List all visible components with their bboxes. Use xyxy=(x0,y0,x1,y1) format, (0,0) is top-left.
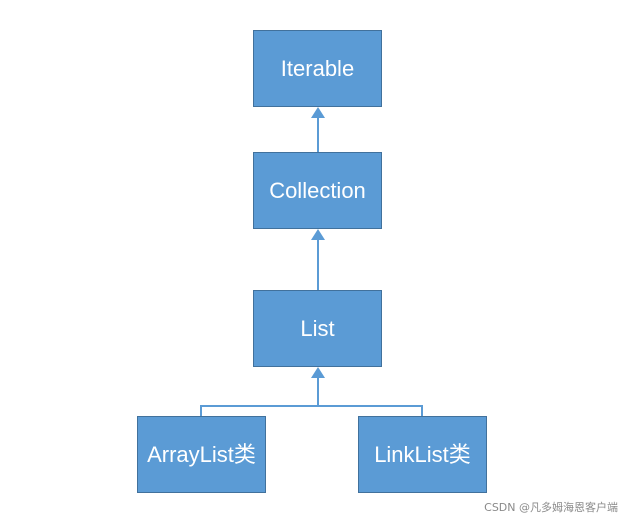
edge-linklist-to-list xyxy=(318,405,423,416)
collection-node: Collection xyxy=(253,152,382,229)
collection-label: Collection xyxy=(269,177,366,203)
arrowhead-iterable xyxy=(311,107,325,118)
arraylist-node: ArrayList类 xyxy=(137,416,266,493)
arrowhead-collection xyxy=(311,229,325,240)
arrowhead-list xyxy=(311,367,325,378)
linklist-label: LinkList类 xyxy=(374,441,471,467)
list-node: List xyxy=(253,290,382,367)
csdn-watermark: CSDN @凡多姆海恩客户端 xyxy=(484,501,618,514)
arraylist-label: ArrayList类 xyxy=(147,441,256,467)
iterable-node: Iterable xyxy=(253,30,382,107)
list-label: List xyxy=(300,315,335,341)
edge-arraylist-to-list xyxy=(200,405,318,416)
iterable-label: Iterable xyxy=(280,55,355,81)
linklist-node: LinkList类 xyxy=(358,416,487,493)
